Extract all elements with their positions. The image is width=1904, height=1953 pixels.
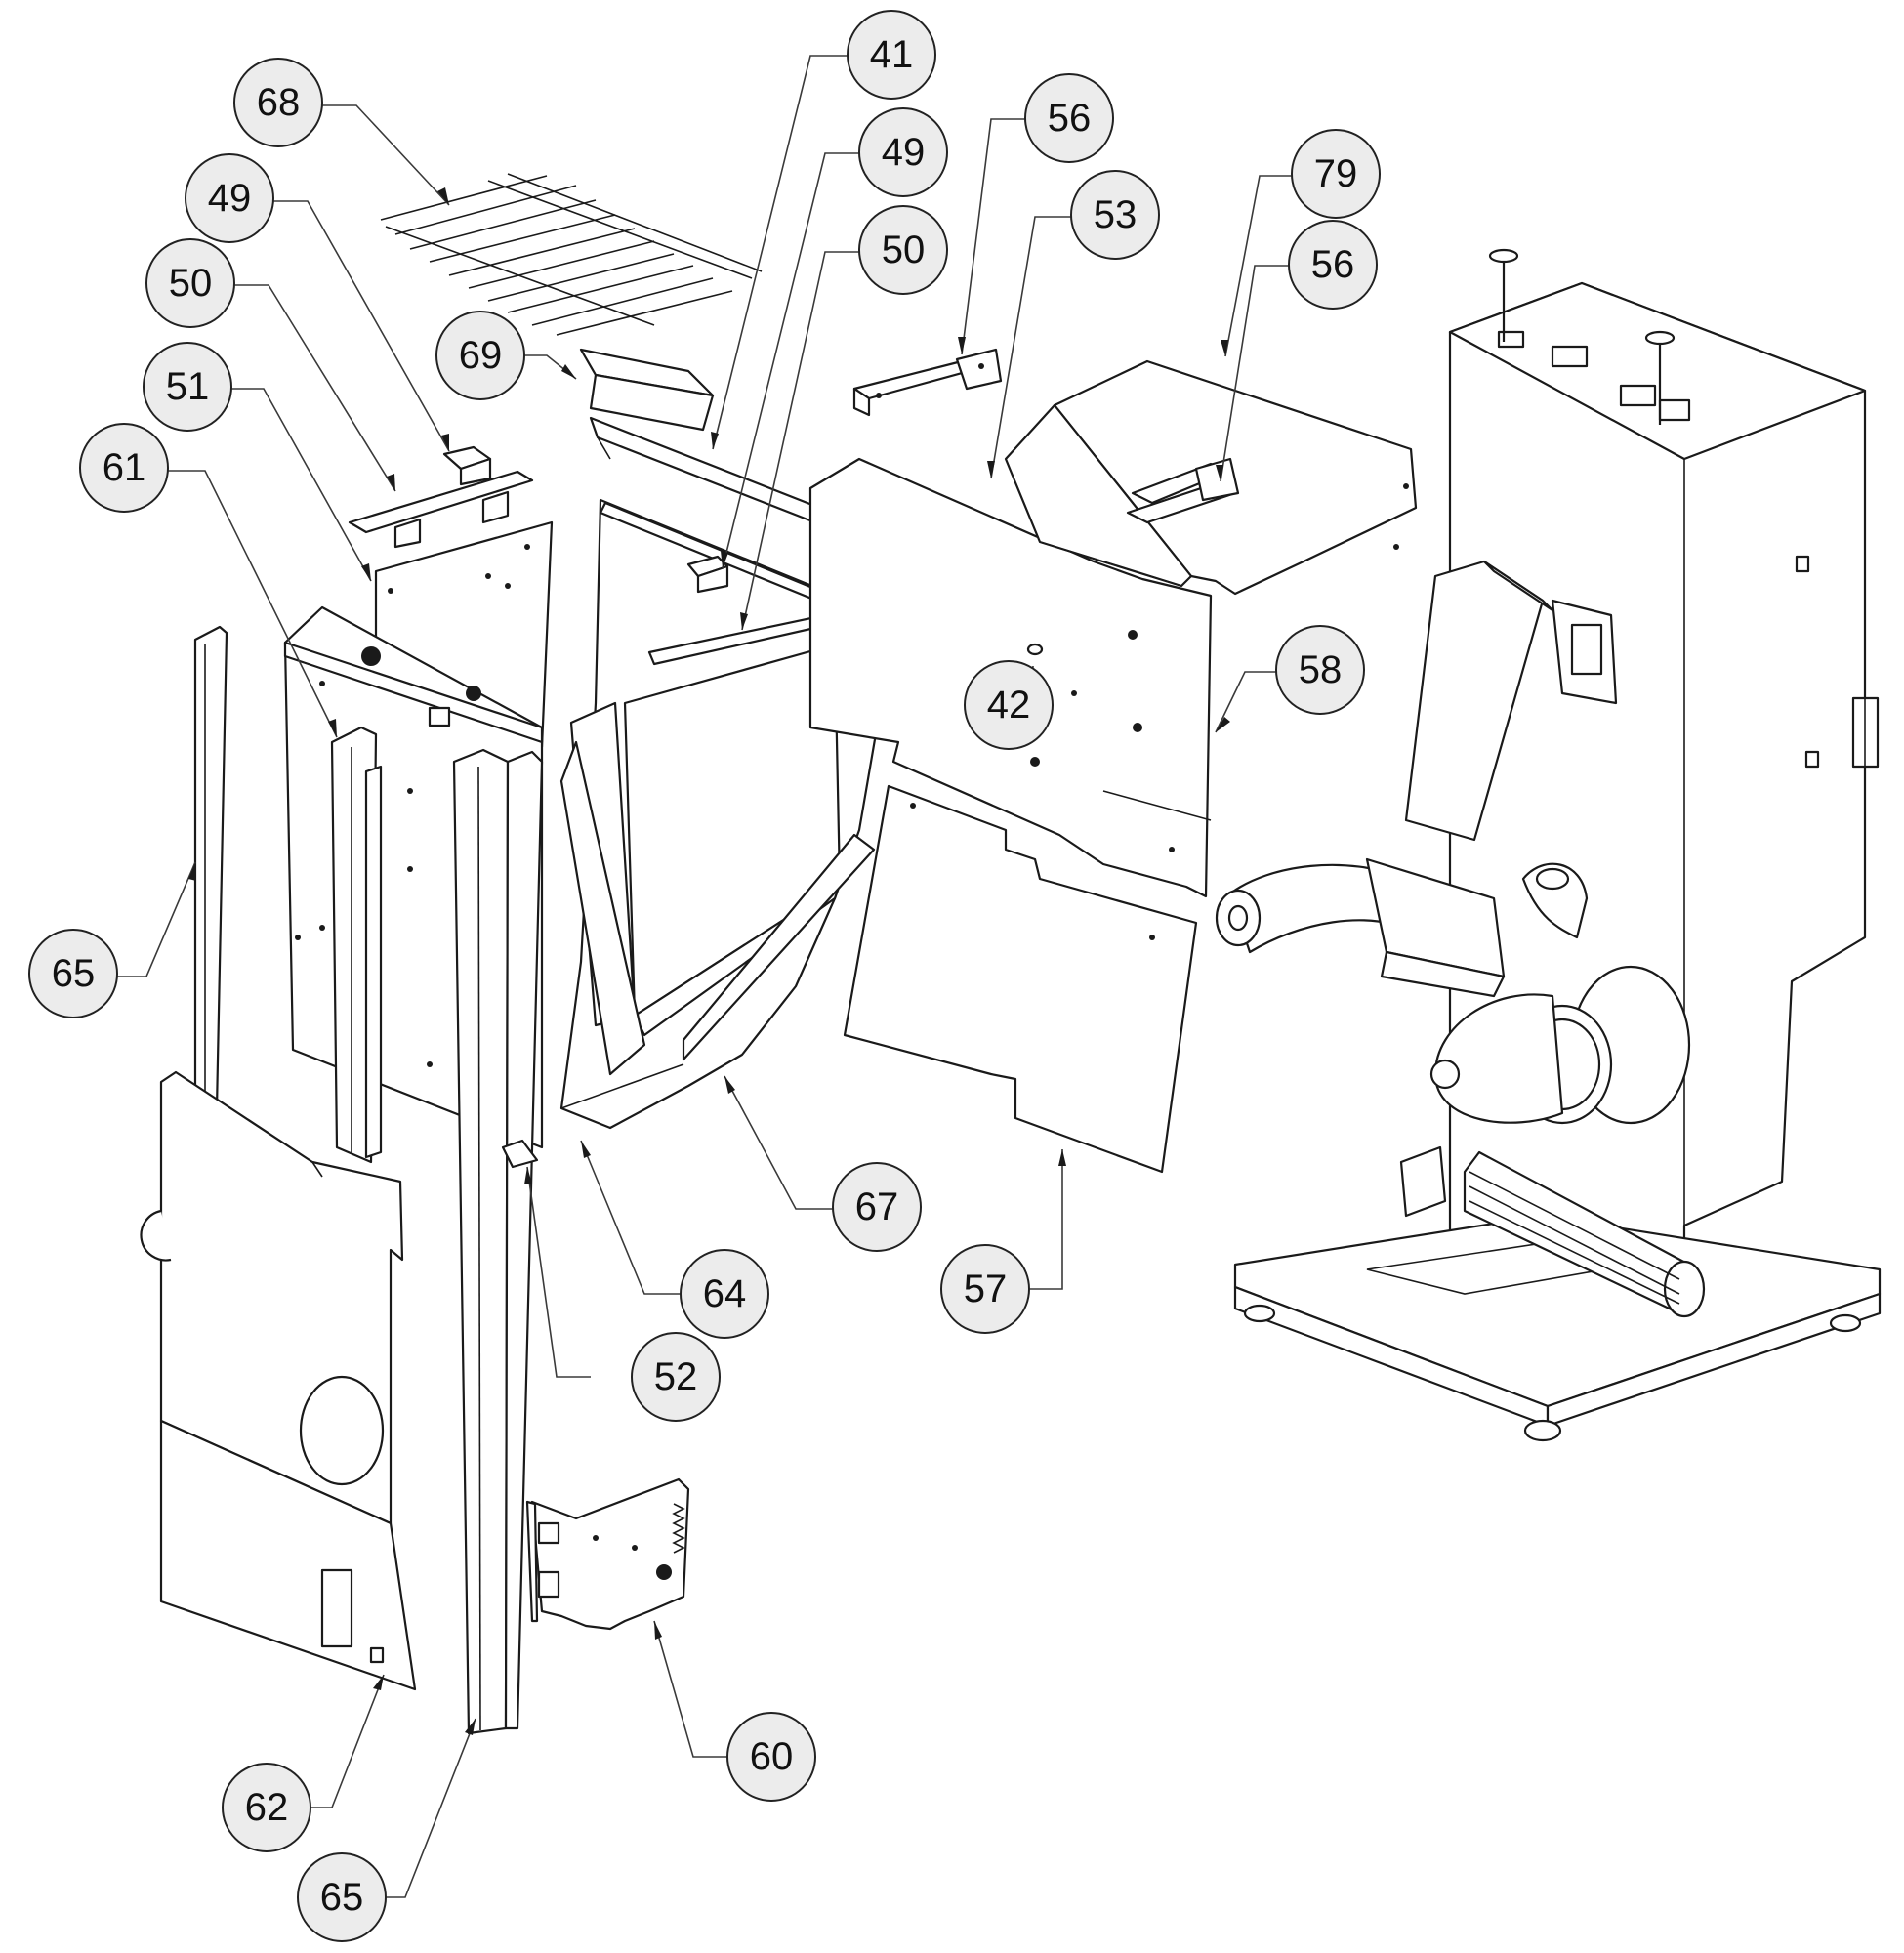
callout-label: 62: [245, 1786, 289, 1829]
callout-label: 41: [870, 33, 914, 76]
callout-label: 60: [750, 1735, 794, 1778]
stove-body: [1448, 248, 1880, 1320]
callout-label: 61: [103, 446, 146, 489]
callout-69: 69: [435, 311, 525, 400]
callout-41: 41: [847, 10, 936, 100]
callout-51: 51: [143, 342, 232, 432]
bracket-plate-part-60: [525, 1477, 690, 1631]
bottom-plate-part-57: [843, 784, 1198, 1174]
callout-label: 53: [1094, 193, 1138, 236]
callout-53: 53: [1070, 170, 1160, 260]
bracket-part-49-mid: [686, 555, 729, 594]
tangential-fan: [1399, 1145, 1706, 1318]
callout-label: 50: [882, 229, 926, 271]
callout-label: 57: [964, 1267, 1008, 1310]
deflector-part-52: [501, 1139, 539, 1169]
callout-79: 79: [1291, 129, 1381, 219]
callout-label: 67: [855, 1185, 899, 1228]
callout-50: 50: [145, 238, 235, 328]
callout-65: 65: [297, 1852, 387, 1942]
callout-67: 67: [832, 1162, 922, 1252]
callout-68: 68: [233, 58, 323, 147]
callout-57: 57: [940, 1244, 1030, 1334]
channel-part-61: [330, 726, 383, 1164]
callout-label: 42: [987, 684, 1031, 727]
mounting-bracket-part-56-top: [852, 348, 1003, 417]
flue-pipe: [1404, 560, 1618, 842]
rail-part-65-right: [452, 748, 544, 1735]
callout-49: 49: [185, 153, 274, 243]
front-panel-part-62: [140, 1070, 417, 1691]
callout-42: 42: [964, 660, 1054, 750]
bracket-part-49-left: [442, 445, 492, 486]
callout-label: 69: [459, 334, 503, 377]
callout-label: 65: [320, 1876, 364, 1919]
callout-label: 56: [1048, 97, 1092, 140]
combustion-fan-assembly: [1215, 857, 1691, 1125]
callout-61: 61: [79, 423, 169, 513]
callout-50: 50: [858, 205, 948, 295]
callout-62: 62: [222, 1763, 311, 1852]
callout-56: 56: [1288, 220, 1378, 310]
callout-52: 52: [631, 1332, 721, 1422]
leader-lines: [117, 55, 1293, 1898]
callout-64: 64: [680, 1249, 769, 1339]
callout-label: 50: [169, 262, 213, 305]
plate-part-50-left: [348, 470, 534, 549]
stove-base: [1233, 1214, 1882, 1442]
angle-bracket-part-69: [579, 348, 715, 432]
callout-label: 51: [166, 365, 210, 408]
callout-label: 64: [703, 1272, 747, 1315]
callout-58: 58: [1275, 625, 1365, 715]
pin-part-42: [1026, 643, 1044, 656]
callout-label: 65: [52, 952, 96, 995]
callout-56: 56: [1024, 73, 1114, 163]
callout-label: 58: [1299, 648, 1343, 691]
callout-65: 65: [28, 929, 118, 1018]
rail-part-65-left: [193, 625, 228, 1110]
callout-label: 68: [257, 81, 301, 124]
leader-arrowheads: [188, 187, 1230, 1735]
callout-label: 52: [654, 1355, 698, 1398]
callout-label: 56: [1311, 243, 1355, 286]
grate-part-68: [380, 173, 763, 336]
callout-60: 60: [726, 1712, 816, 1802]
callout-label: 49: [882, 131, 926, 174]
callout-label: 49: [208, 177, 252, 220]
baffle-part-67: [682, 833, 876, 1061]
callout-49: 49: [858, 107, 948, 197]
mounting-bracket-part-56-hood: [1126, 457, 1240, 524]
callout-label: 79: [1314, 152, 1358, 195]
